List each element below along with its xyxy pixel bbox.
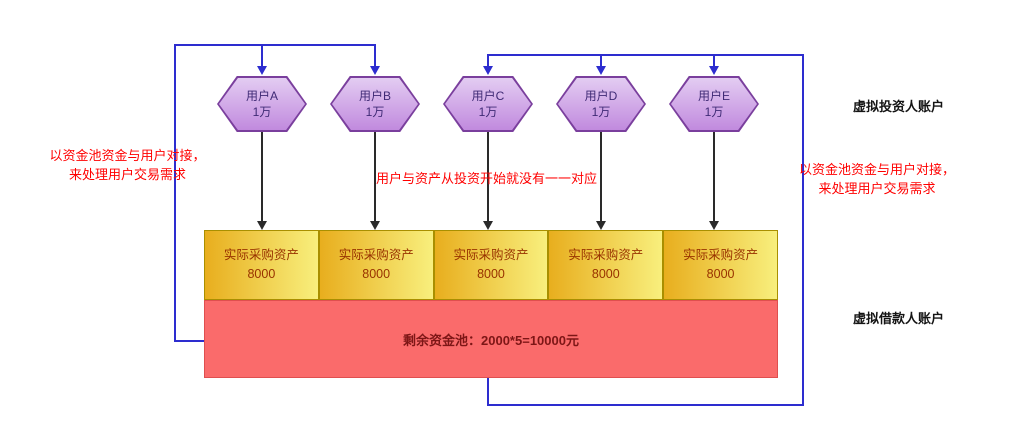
flow-drop-user-a	[261, 46, 263, 66]
flow-line-right-vertical	[802, 54, 804, 406]
flow-arrowhead-user-e-icon	[709, 66, 719, 75]
flow-drop-user-c	[487, 56, 489, 66]
arrow-user-d-to-asset	[600, 132, 602, 221]
label-virtual-investor-account: 虚拟投资人账户	[853, 99, 945, 114]
asset-box-d: 实际采购资产 8000	[548, 230, 664, 300]
user-name: 用户B	[358, 88, 391, 103]
user-name: 用户A	[245, 88, 278, 103]
assets-row: 实际采购资产 8000 实际采购资产 8000 实际采购资产 8000 实际采购…	[204, 230, 778, 300]
arrowhead-user-e-icon	[709, 221, 719, 230]
flow-line-right-horizontal-bottom	[487, 404, 804, 406]
fund-pool-box: 剩余资金池：2000*5=10000元	[204, 300, 778, 378]
user-amount: 1万	[365, 105, 385, 119]
user-amount: 1万	[591, 105, 611, 119]
user-node-b: 用户B 1万	[330, 76, 420, 132]
user-node-e: 用户E 1万	[669, 76, 759, 132]
arrow-user-e-to-asset	[713, 132, 715, 221]
user-name: 用户E	[697, 88, 730, 103]
user-node-a: 用户A 1万	[217, 76, 307, 132]
flow-arrowhead-user-b-icon	[370, 66, 380, 75]
user-name: 用户C	[471, 88, 505, 103]
asset-box-a: 实际采购资产 8000	[204, 230, 319, 300]
asset-value: 8000	[362, 267, 391, 281]
asset-label: 实际采购资产	[453, 247, 529, 262]
asset-value: 8000	[477, 267, 505, 281]
annotation-middle: 用户与资产从投资开始就没有一一对应	[376, 171, 598, 186]
flow-arrowhead-user-c-icon	[483, 66, 493, 75]
user-node-d: 用户D 1万	[556, 76, 646, 132]
flow-line-right-horizontal-top	[487, 54, 804, 56]
arrowhead-user-c-icon	[483, 221, 493, 230]
flow-line-left-horizontal-bottom	[174, 340, 205, 342]
arrow-user-b-to-asset	[374, 132, 376, 221]
asset-box-e: 实际采购资产 8000	[663, 230, 778, 300]
asset-label: 实际采购资产	[338, 247, 414, 262]
flow-line-left-horizontal-top	[174, 44, 376, 46]
asset-value: 8000	[706, 267, 735, 281]
asset-value: 8000	[247, 267, 276, 281]
asset-label: 实际采购资产	[223, 247, 299, 262]
user-amount: 1万	[704, 105, 724, 119]
flow-drop-user-d	[600, 56, 602, 66]
asset-box-c: 实际采购资产 8000	[433, 230, 549, 300]
asset-box-b: 实际采购资产 8000	[318, 230, 434, 300]
fund-pool-label: 剩余资金池：2000*5=10000元	[403, 332, 579, 348]
arrow-user-a-to-asset	[261, 132, 263, 221]
arrow-user-c-to-asset	[487, 132, 489, 221]
flow-line-left-vertical	[174, 44, 176, 342]
annotation-left: 以资金池资金与用户对接， 来处理用户交易需求	[49, 148, 206, 182]
asset-value: 8000	[591, 267, 620, 281]
arrowhead-user-a-icon	[257, 221, 267, 230]
user-amount: 1万	[252, 105, 272, 119]
arrowhead-user-b-icon	[370, 221, 380, 230]
asset-label: 实际采购资产	[568, 247, 644, 262]
user-name: 用户D	[584, 88, 618, 103]
user-node-c: 用户C 1万	[443, 76, 533, 132]
flow-line-pool-to-bottom	[487, 378, 489, 406]
annotation-right: 以资金池资金与用户对接， 来处理用户交易需求	[798, 162, 955, 196]
label-virtual-borrower-account: 虚拟借款人账户	[853, 311, 945, 326]
flow-drop-user-b	[374, 46, 376, 66]
user-amount: 1万	[478, 105, 498, 119]
arrowhead-user-d-icon	[596, 221, 606, 230]
flow-arrowhead-user-d-icon	[596, 66, 606, 75]
flow-drop-user-e	[713, 56, 715, 66]
asset-label: 实际采购资产	[683, 247, 759, 262]
flow-arrowhead-user-a-icon	[257, 66, 267, 75]
